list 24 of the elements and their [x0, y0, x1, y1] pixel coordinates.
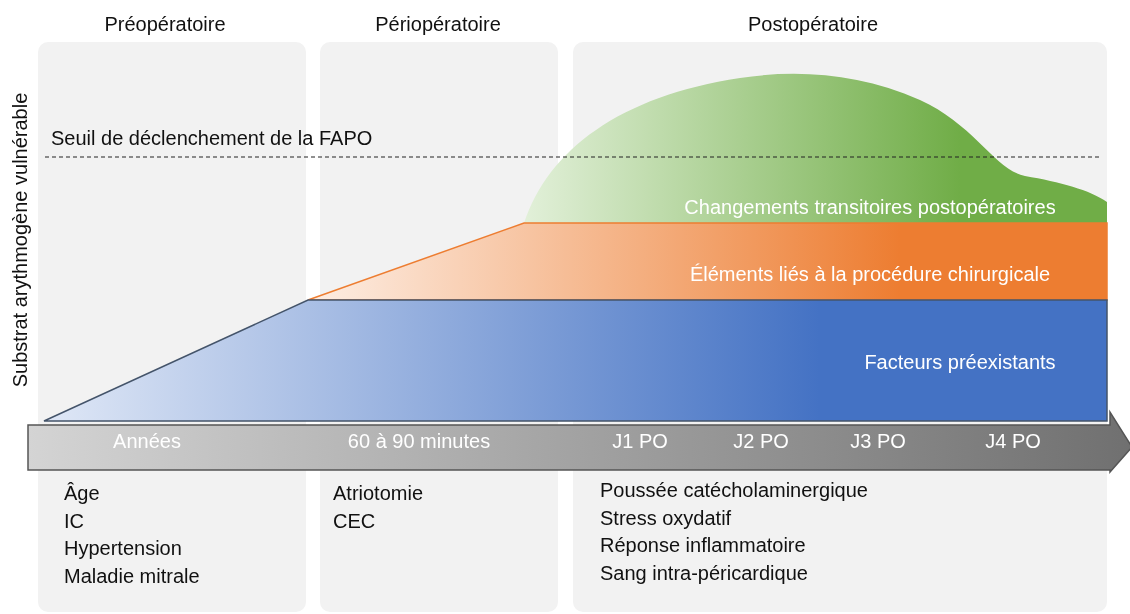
- phase-heading: Périopératoire: [375, 12, 501, 36]
- time-label: Années: [113, 429, 181, 453]
- layer-label: Facteurs préexistants: [864, 350, 1056, 374]
- factor-item: Stress oxydatif: [600, 505, 732, 530]
- phase-heading: Préopératoire: [104, 12, 226, 36]
- factor-item: Âge: [64, 481, 100, 505]
- factor-item: IC: [64, 508, 84, 533]
- factor-item: Poussée catécholaminergique: [600, 478, 868, 502]
- time-label: J1 PO: [612, 429, 668, 453]
- layer-label: Changements transitoires postopératoires: [684, 195, 1056, 219]
- time-label: J4 PO: [985, 429, 1041, 453]
- time-label: J2 PO: [733, 429, 789, 453]
- factor-item: Réponse inflammatoire: [600, 533, 806, 557]
- factor-item: CEC: [333, 508, 376, 533]
- factor-item: Atriotomie: [333, 481, 424, 505]
- time-label: J3 PO: [850, 429, 906, 453]
- factor-item: Maladie mitrale: [64, 563, 200, 588]
- axis-title: Substrat arythmogène vulnérable: [8, 92, 32, 388]
- layer-label: Éléments liés à la procédure chirurgicale: [689, 262, 1051, 286]
- factor-item: Sang intra-péricardique: [600, 560, 808, 585]
- factor-item: Hypertension: [64, 536, 182, 560]
- time-label: 60 à 90 minutes: [347, 429, 491, 453]
- phase-heading: Postopératoire: [747, 12, 879, 36]
- threshold-label: Seuil de déclenchement de la FAPO: [51, 126, 373, 150]
